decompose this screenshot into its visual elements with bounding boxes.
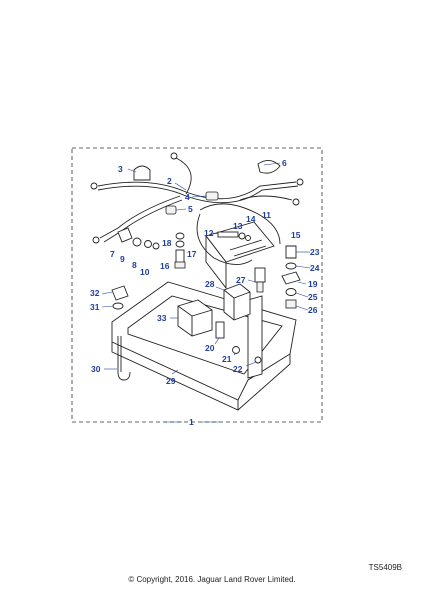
callout-2: 2 [167,176,172,186]
j-bolt [117,336,131,381]
fastener-set-right [281,245,301,309]
callout-29: 29 [166,376,176,386]
clamp-bracket [111,285,129,310]
callout-20: 20 [205,343,215,353]
fastener-set-left [117,227,160,250]
callout-19: 19 [308,279,318,289]
callout-8: 8 [132,260,137,270]
callout-10: 10 [140,267,150,277]
callout-1: 1 [189,417,194,427]
callouts: 3 2 6 4 5 11 14 13 12 15 18 17 16 7 9 8 … [90,158,320,427]
callout-4: 4 [185,192,190,202]
grommet [205,191,219,201]
copyright-notice: © Copyright, 2016. Jaguar Land Rover Lim… [128,575,296,584]
callout-22: 22 [233,364,243,374]
battery-tray [111,281,297,411]
callout-25: 25 [308,292,318,302]
callout-3: 3 [118,164,123,174]
callout-23: 23 [310,247,320,257]
callout-17: 17 [187,249,197,259]
callout-6: 6 [282,158,287,168]
callout-30: 30 [91,364,101,374]
callout-32: 32 [90,288,100,298]
callout-28: 28 [205,279,215,289]
fastener-set-center [174,232,186,269]
callout-13: 13 [233,221,243,231]
relay-28 [223,283,251,321]
callout-21: 21 [222,354,232,364]
callout-12: 12 [204,228,214,238]
relay-33 [177,299,213,337]
callout-31: 31 [90,302,100,312]
callout-5: 5 [188,204,193,214]
callout-15: 15 [291,230,301,240]
callout-11: 11 [262,210,271,220]
callout-7: 7 [110,249,115,259]
callout-18: 18 [162,238,172,248]
harness-clip [133,165,151,181]
callout-9: 9 [120,254,125,264]
wiring-harness [90,152,304,265]
figure-code: TS5409B [368,563,402,572]
callout-16: 16 [160,261,170,271]
callout-26: 26 [308,305,318,315]
callout-24: 24 [310,263,320,273]
relay-27 [254,267,266,293]
callout-27: 27 [236,275,246,285]
grommet-small [165,205,177,215]
bolt-12-assembly [217,231,251,241]
harness-strap [257,160,281,174]
callout-33: 33 [157,313,167,323]
callout-14: 14 [246,214,256,224]
bolt-20-assembly [215,321,262,364]
